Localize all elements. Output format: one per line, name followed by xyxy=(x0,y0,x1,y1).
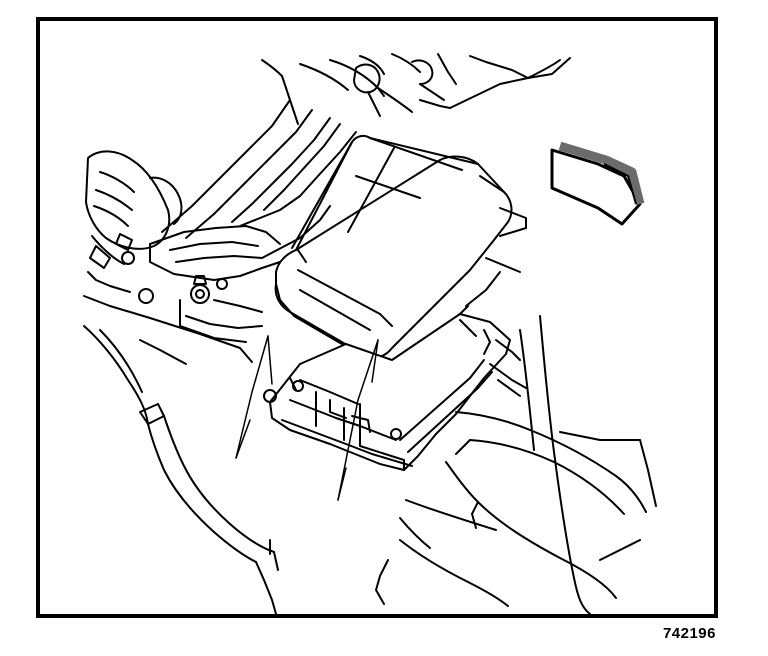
right-body-panel xyxy=(375,57,657,615)
forward-arrow-icon xyxy=(550,141,645,226)
figure-id-label: 742196 xyxy=(662,625,716,642)
fuse-block-cover xyxy=(274,134,527,373)
bolt xyxy=(216,278,228,290)
bolt xyxy=(190,284,210,304)
fastener xyxy=(390,428,402,440)
leader-lines xyxy=(235,335,379,501)
hand-illustration xyxy=(85,150,183,269)
vehicle-body-panel xyxy=(161,53,561,239)
bolt xyxy=(138,288,154,304)
fuse-block-base xyxy=(263,313,527,471)
figure-border xyxy=(36,17,718,618)
fastener xyxy=(292,380,304,392)
floor-panel xyxy=(83,271,279,615)
fastener xyxy=(263,389,277,403)
